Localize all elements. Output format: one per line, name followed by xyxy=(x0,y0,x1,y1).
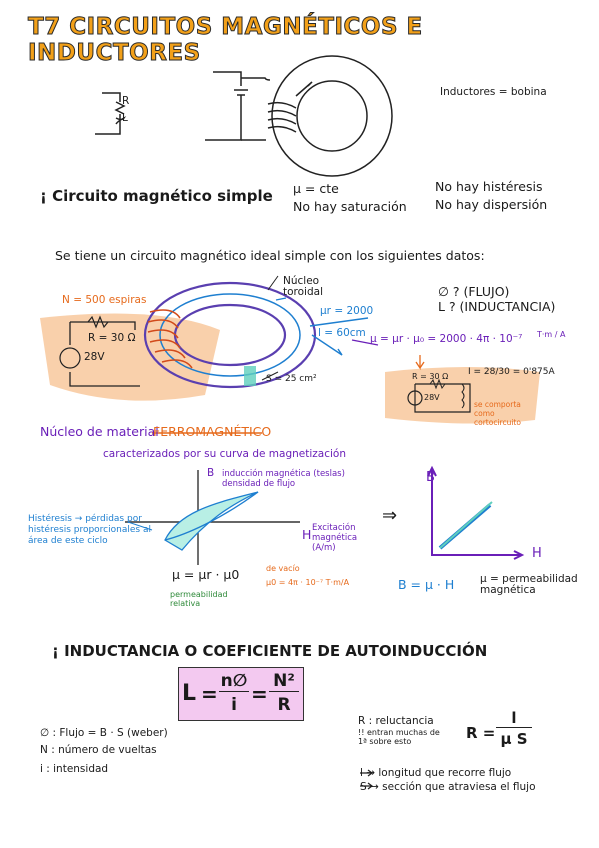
vacuum-label: de vacío xyxy=(266,564,300,573)
reluctance-formula-label: R = xyxy=(466,724,496,742)
b-axis-description: inducción magnética (teslas) densidad de… xyxy=(222,469,345,489)
flux-definition: ∅ : Flujo = B · S (weber) xyxy=(40,727,168,739)
hysteresis-note: Histéresis → pérdidas por histéresis pro… xyxy=(28,514,151,546)
formula-num2: N² xyxy=(269,671,299,692)
bh-h-label: H xyxy=(532,546,542,561)
unknown-flux: ∅ ? (FLUJO) xyxy=(438,284,510,299)
mini-voltage: 28V xyxy=(424,393,440,402)
formula-num1: n∅ xyxy=(219,671,249,692)
length-value: l = 60cm xyxy=(318,327,366,339)
implies-arrow: ⇒ xyxy=(382,505,398,526)
no-hysteresis: No hay histéresis xyxy=(435,179,543,194)
reluctance-num: l xyxy=(496,709,532,728)
circuit-intro: Se tiene un circuito magnético ideal sim… xyxy=(55,248,485,263)
resistance-value: R = 30 Ω xyxy=(88,332,136,344)
h-axis-description: Excitación magnética (A/m) xyxy=(312,523,358,553)
relative-permeability: permeabilidad relativa xyxy=(170,590,228,608)
mu-units: T·m / A xyxy=(537,330,566,339)
ferro-heading: Núcleo de material xyxy=(40,424,159,439)
voltage-value: 28V xyxy=(84,351,105,363)
formula-den2: R xyxy=(277,695,291,715)
mini-equivalent-circuit xyxy=(385,367,540,424)
mu0-value: μ0 = 4π · 10⁻⁷ T·m/A xyxy=(266,578,350,587)
simple-circuit-heading: ¡ Circuito magnético simple xyxy=(40,187,273,205)
mini-resistance: R = 30 Ω xyxy=(412,372,449,381)
formula-den1: i xyxy=(231,695,237,715)
current-equation: I = 28/30 = 0'875A xyxy=(468,367,555,377)
inductor-label: L xyxy=(122,112,128,124)
permeability-definition: μ = permeabilidad magnética xyxy=(480,573,578,596)
b-axis-label: B xyxy=(207,467,215,479)
hysteresis-chart xyxy=(125,470,300,565)
bh-chart xyxy=(427,465,525,560)
reluctance-note: !! entran muchas de 1ª sobre esto xyxy=(358,728,440,746)
resistor-label: R xyxy=(122,95,130,107)
intensity-definition: i : intensidad xyxy=(40,763,109,775)
no-dispersion: No hay dispersión xyxy=(435,197,548,212)
toroid-sketch-top xyxy=(205,55,393,177)
turns-count: N = 500 espiras xyxy=(62,294,147,306)
length-definition: l → longitud que recorre flujo xyxy=(360,767,512,779)
unknown-inductance: L ? (INDUCTANCIA) xyxy=(438,299,556,314)
formula-l: L xyxy=(182,681,197,706)
section-value: S = 25 cm² xyxy=(266,374,317,384)
rl-circuit-sketch xyxy=(95,92,127,135)
mu-r-value: μr = 2000 xyxy=(320,305,374,317)
page-title: T7 CIRCUITOS MAGNÉTICOS E INDUCTORES xyxy=(28,14,423,67)
inductors-definition: Inductores = bobina xyxy=(440,86,547,98)
short-circuit-note: se comporta como cortocircuito xyxy=(474,400,521,427)
inductance-formula-box: L = n∅ i = N² R xyxy=(178,667,304,721)
ferro-heading-highlight: FERROMAGNÉTICO xyxy=(153,424,272,439)
reluctance-definition: R : reluctancia xyxy=(358,715,434,727)
turns-definition: N : número de vueltas xyxy=(40,744,157,756)
core-label: Núcleo toroidal xyxy=(283,275,323,298)
main-toroid-circuit xyxy=(40,275,369,401)
magnetization-subtitle: caracterizados por su curva de magnetiza… xyxy=(103,448,346,460)
h-axis-label: H xyxy=(302,527,312,542)
section-definition: S → sección que atraviesa el flujo xyxy=(360,781,536,793)
reluctance-den: μ S xyxy=(500,730,528,748)
mu-constant: μ = cte xyxy=(293,181,339,196)
no-saturation: No hay saturación xyxy=(293,199,407,214)
b-equation: B = μ · H xyxy=(398,577,455,592)
inductance-heading: ¡ INDUCTANCIA O COEFICIENTE DE AUTOINDUC… xyxy=(52,642,488,660)
mu-equation: μ = μr · μ0 xyxy=(172,567,240,582)
bh-b-label: B xyxy=(426,470,435,485)
mu-formula: μ = μr · μ₀ = 2000 · 4π · 10⁻⁷ xyxy=(370,333,523,345)
